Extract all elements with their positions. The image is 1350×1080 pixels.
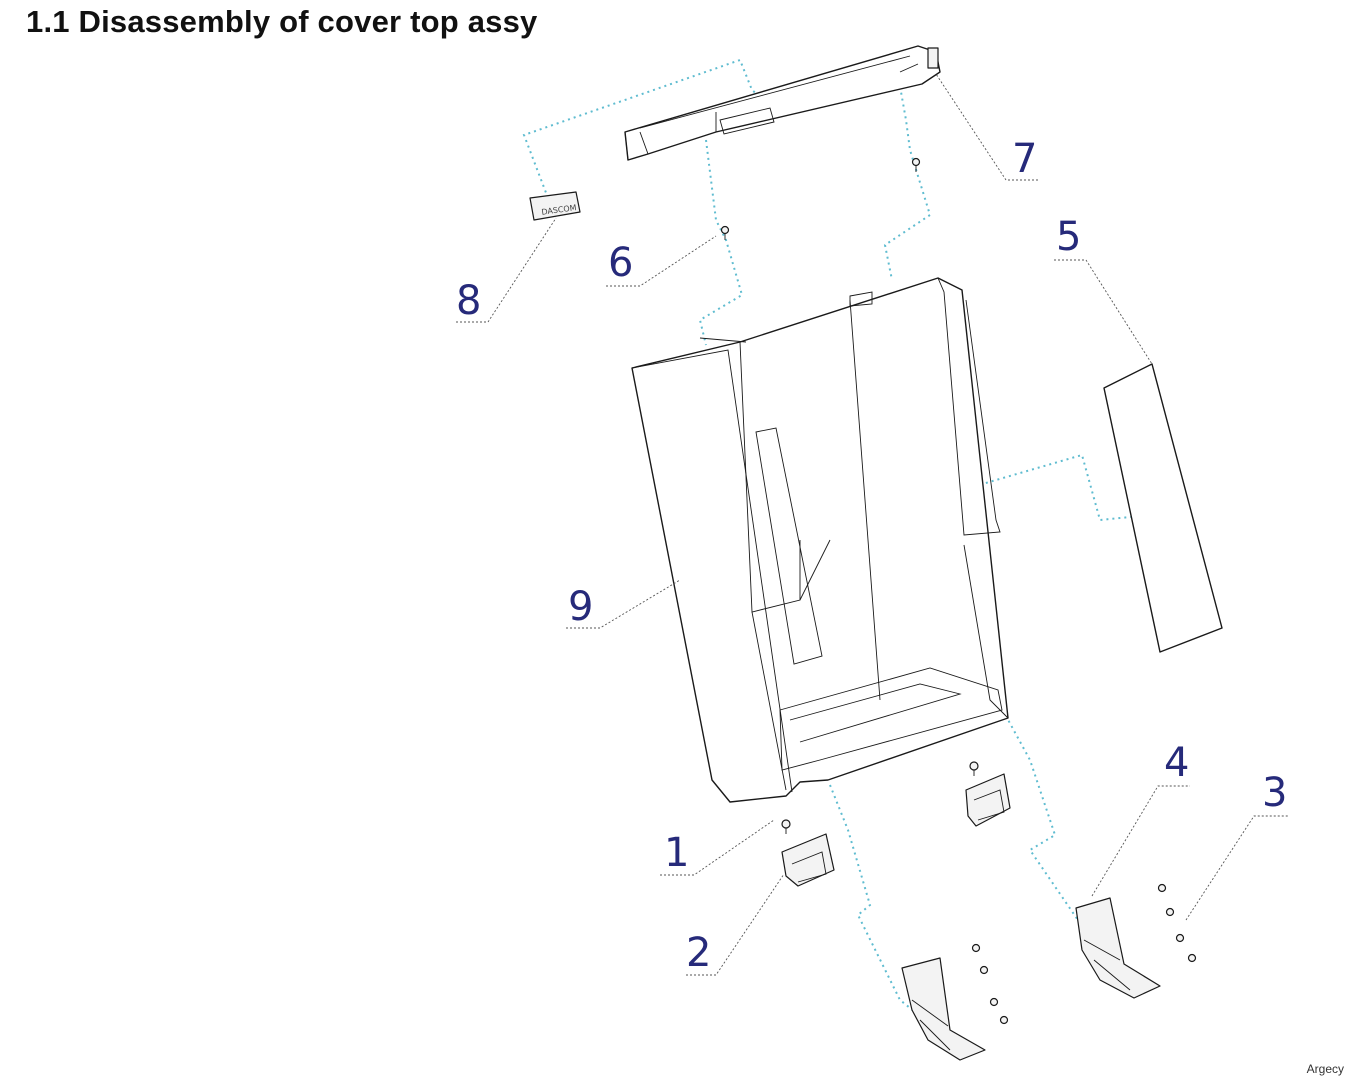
part-8-label: DASCOM xyxy=(529,191,581,221)
callout-5: 5 xyxy=(1056,214,1081,260)
part-3-screws xyxy=(1157,883,1197,963)
screw-top-right xyxy=(911,157,921,172)
screws-lower-left xyxy=(971,943,1009,1025)
callout-6: 6 xyxy=(608,240,633,286)
callout-2: 2 xyxy=(686,930,711,976)
part-5-side-panel xyxy=(1103,363,1223,653)
part-9-cover-body xyxy=(631,277,1009,803)
callout-3: 3 xyxy=(1262,770,1287,816)
page-title: 1.1 Disassembly of cover top assy xyxy=(26,4,538,39)
part-4-hinge xyxy=(1075,897,1161,999)
part-7-cover-top xyxy=(624,45,941,161)
screw-right-hinge-top xyxy=(969,761,979,776)
callout-leaders xyxy=(456,73,1288,976)
callout-9: 9 xyxy=(568,584,593,630)
part-2-hinge-bracket xyxy=(781,833,835,887)
callout-1: 1 xyxy=(664,830,689,876)
watermark: Argecy xyxy=(1306,1062,1344,1076)
part-6-screw xyxy=(720,225,730,240)
hinge-lower-left xyxy=(901,957,986,1061)
hinge-bracket-right xyxy=(965,773,1011,827)
callout-7: 7 xyxy=(1012,136,1037,182)
part-1-screw xyxy=(781,819,791,834)
callout-4: 4 xyxy=(1164,740,1189,786)
callout-8: 8 xyxy=(456,278,481,324)
